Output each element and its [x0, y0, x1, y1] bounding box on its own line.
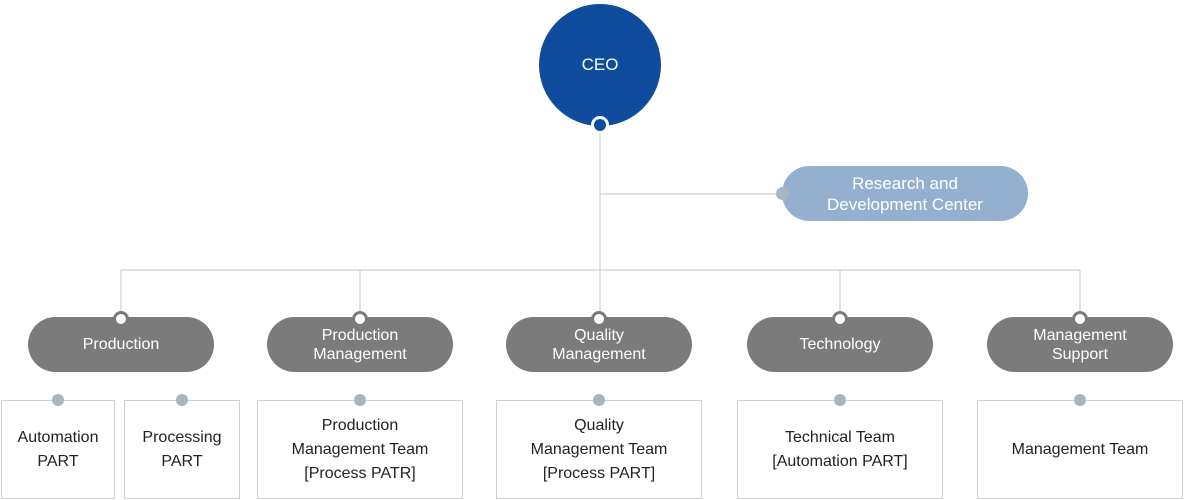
rd-center-label-line1: Research and: [852, 173, 958, 193]
department-label-line1: Production: [321, 326, 399, 344]
team-connector-dot: [354, 394, 366, 406]
team-label-line: Processing: [142, 428, 222, 446]
team-box-technical-team: Technical Team [Automation PART]: [737, 400, 943, 499]
department-label-line2: Management: [552, 345, 646, 363]
team-label-line: [Process PATR]: [304, 464, 416, 482]
department-quality-management: Quality Management: [506, 317, 692, 372]
ceo-label: CEO: [581, 55, 619, 74]
department-label-line1: Quality: [574, 326, 624, 344]
team-connector-dot: [834, 394, 846, 406]
ceo-node: CEO: [539, 4, 661, 126]
team-label-line: Production: [321, 416, 399, 434]
team-label-line: Management Team: [1011, 440, 1149, 458]
rd-center-label-line2: Development Center: [827, 194, 983, 214]
team-box-quality-management-team: Quality Management Team [Process PART]: [496, 400, 702, 499]
team-label-line: Management Team: [291, 440, 429, 458]
team-connector-dot: [176, 394, 188, 406]
team-label-line: PART: [161, 452, 203, 470]
team-label-line: Technical Team: [785, 428, 895, 446]
team-box-management-team: Management Team: [977, 400, 1183, 499]
team-label-line: PART: [37, 452, 79, 470]
department-connector-dot: [113, 311, 129, 327]
department-connector-dot: [352, 311, 368, 327]
department-label-line2: Support: [1051, 345, 1109, 363]
team-label-line: [Automation PART]: [772, 452, 908, 470]
department-connector-dot: [1072, 311, 1088, 327]
department-connector-dot: [591, 311, 607, 327]
department-label-line1: Technology: [799, 336, 881, 353]
department-label-line1: Production: [82, 336, 160, 353]
team-connector-dot: [52, 394, 64, 406]
team-box-automation-part: Automation PART: [1, 400, 115, 499]
department-label-line1: Management: [1033, 326, 1127, 344]
rd-center-node: Research and Development Center: [782, 166, 1028, 221]
team-box-processing-part: Processing PART: [124, 400, 240, 499]
team-label-line: Quality: [574, 416, 624, 434]
rd-center-connector-dot: [776, 187, 789, 200]
team-box-production-management-team: Production Management Team [Process PATR…: [257, 400, 463, 499]
ceo-connector-dot: [591, 116, 609, 134]
team-connector-dot: [1074, 394, 1086, 406]
team-label-line: [Process PART]: [542, 464, 656, 482]
department-connector-dot: [832, 311, 848, 327]
team-label-line: Automation: [17, 428, 99, 446]
team-connector-dot: [593, 394, 605, 406]
team-label-line: Management Team: [530, 440, 668, 458]
department-label-line2: Management: [313, 345, 407, 363]
